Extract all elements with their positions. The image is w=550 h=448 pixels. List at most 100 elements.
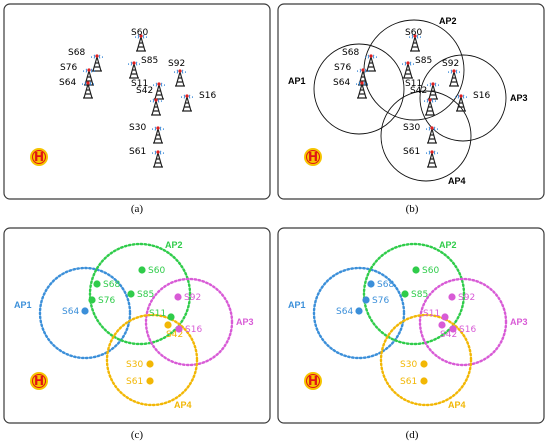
station-label-s92: S92 <box>458 293 475 303</box>
station-label-s68: S68 <box>342 48 359 58</box>
ap3-coverage-circle <box>144 277 234 367</box>
s11-tower-icon <box>153 82 165 100</box>
panel-frame <box>277 227 545 424</box>
station-dot-s16 <box>449 325 457 333</box>
station-label-s64: S64 <box>62 307 79 317</box>
station-dot-s68 <box>367 280 375 288</box>
ap4-coverage-circle <box>105 313 199 407</box>
station-label-s11: S11 <box>423 309 440 319</box>
ap2-label: AP2 <box>165 240 183 250</box>
station-label-s11: S11 <box>405 79 422 89</box>
s92-tower-icon <box>448 69 460 87</box>
ap2-label: AP2 <box>439 240 457 250</box>
station-dot-s11 <box>167 313 175 321</box>
station-dot-s30 <box>420 360 428 368</box>
station-label-s85: S85 <box>411 290 428 300</box>
ap2-coverage-circle <box>88 242 192 346</box>
ap1-label: AP1 <box>288 76 306 86</box>
panel-frame <box>3 227 271 424</box>
station-dot-s60 <box>138 266 146 274</box>
helipad-letter: H <box>308 374 318 388</box>
station-dot-s61 <box>146 377 154 385</box>
station-label-s76: S76 <box>60 63 77 73</box>
s30-tower-icon <box>152 126 164 144</box>
ap1-label: AP1 <box>288 300 306 310</box>
station-label-s61: S61 <box>400 377 417 387</box>
helipad-icon: H <box>304 148 322 166</box>
s85-tower-icon <box>402 61 414 79</box>
station-label-s61: S61 <box>403 147 420 157</box>
station-label-s60: S60 <box>422 266 439 276</box>
ap3-label: AP3 <box>236 317 254 327</box>
station-label-s64: S64 <box>59 78 76 88</box>
station-label-s60: S60 <box>148 266 165 276</box>
ap4-coverage-circle <box>380 90 472 182</box>
s76-tower-icon <box>83 68 95 86</box>
s85-tower-icon <box>128 61 140 79</box>
station-label-s42: S42 <box>136 86 153 96</box>
ap4-label: AP4 <box>448 176 466 186</box>
ap2-coverage-circle <box>362 242 466 346</box>
station-dot-s68 <box>93 280 101 288</box>
station-label-s16: S16 <box>473 91 490 101</box>
station-dot-s60 <box>412 266 420 274</box>
ap1-label: AP1 <box>14 300 32 310</box>
station-dot-s61 <box>420 377 428 385</box>
ap4-label: AP4 <box>174 400 192 410</box>
station-dot-s64 <box>81 307 89 315</box>
station-label-s42: S42 <box>440 330 457 340</box>
station-label-s76: S76 <box>98 296 115 306</box>
station-dot-s42 <box>164 321 172 329</box>
station-label-s92: S92 <box>168 59 185 69</box>
helipad-icon: H <box>304 372 322 390</box>
station-label-s30: S30 <box>129 123 146 133</box>
station-dot-s30 <box>146 360 154 368</box>
station-label-s11: S11 <box>149 309 166 319</box>
panel-caption: (b) <box>406 203 419 215</box>
s60-tower-icon <box>409 34 421 52</box>
s64-tower-icon <box>356 81 368 99</box>
station-label-s68: S68 <box>377 280 394 290</box>
station-label-s42: S42 <box>410 86 427 96</box>
s11-tower-icon <box>427 82 439 100</box>
station-label-s30: S30 <box>403 123 420 133</box>
helipad-letter: H <box>34 150 44 164</box>
station-dot-s16 <box>175 325 183 333</box>
station-label-s30: S30 <box>400 360 417 370</box>
station-dot-s92 <box>174 293 182 301</box>
s68-tower-icon <box>91 54 103 72</box>
station-dot-s64 <box>355 307 363 315</box>
panel-frame <box>277 3 545 200</box>
s64-tower-icon <box>82 81 94 99</box>
helipad-icon: H <box>30 148 48 166</box>
panel-caption: (c) <box>131 429 144 441</box>
ap4-label: AP4 <box>448 400 466 410</box>
s30-tower-icon <box>426 126 438 144</box>
s42-tower-icon <box>424 98 436 116</box>
station-label-s64: S64 <box>336 307 353 317</box>
station-dot-s42 <box>438 321 446 329</box>
station-dot-s76 <box>88 296 96 304</box>
ap1-coverage-circle <box>38 266 132 360</box>
station-label-s92: S92 <box>442 59 459 69</box>
panel-frame <box>3 3 271 200</box>
station-label-s11: S11 <box>131 79 148 89</box>
station-label-s92: S92 <box>184 293 201 303</box>
station-label-s68: S68 <box>103 280 120 290</box>
panel-caption: (a) <box>131 203 144 215</box>
s92-tower-icon <box>174 69 186 87</box>
station-label-s64: S64 <box>333 78 350 88</box>
ap1-coverage-circle <box>313 43 405 135</box>
ap2-label: AP2 <box>439 16 457 26</box>
station-label-s61: S61 <box>129 147 146 157</box>
station-label-s68: S68 <box>68 48 85 58</box>
s42-tower-icon <box>150 98 162 116</box>
station-label-s42: S42 <box>166 330 183 340</box>
ap3-label: AP3 <box>510 317 528 327</box>
station-label-s16: S16 <box>185 325 202 335</box>
